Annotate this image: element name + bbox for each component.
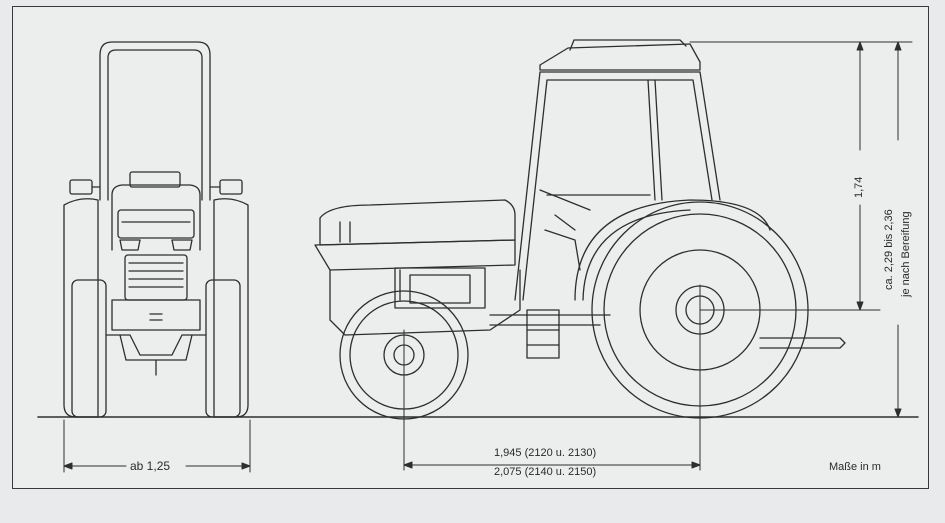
wheelbase-dimension [403,284,701,471]
total-height-label-2: je nach Bereifung [900,211,912,297]
track-width-label: ab 1,25 [130,459,171,473]
units-note: Maße in m [829,461,881,473]
drawing-frame [12,6,929,489]
total-height-label-1: ca. 2,29 bis 2,36 [883,209,895,290]
height-dimensions [689,41,913,418]
wheelbase-label-2: 2,075 (2140 u. 2150) [494,466,597,478]
track-dimension [63,419,251,473]
side-view-tractor [314,39,846,420]
wheelbase-label-1: 1,945 (2120 u. 2130) [494,447,597,459]
cab-height-label: 1,74 [853,176,865,198]
front-view-tractor [63,41,249,418]
